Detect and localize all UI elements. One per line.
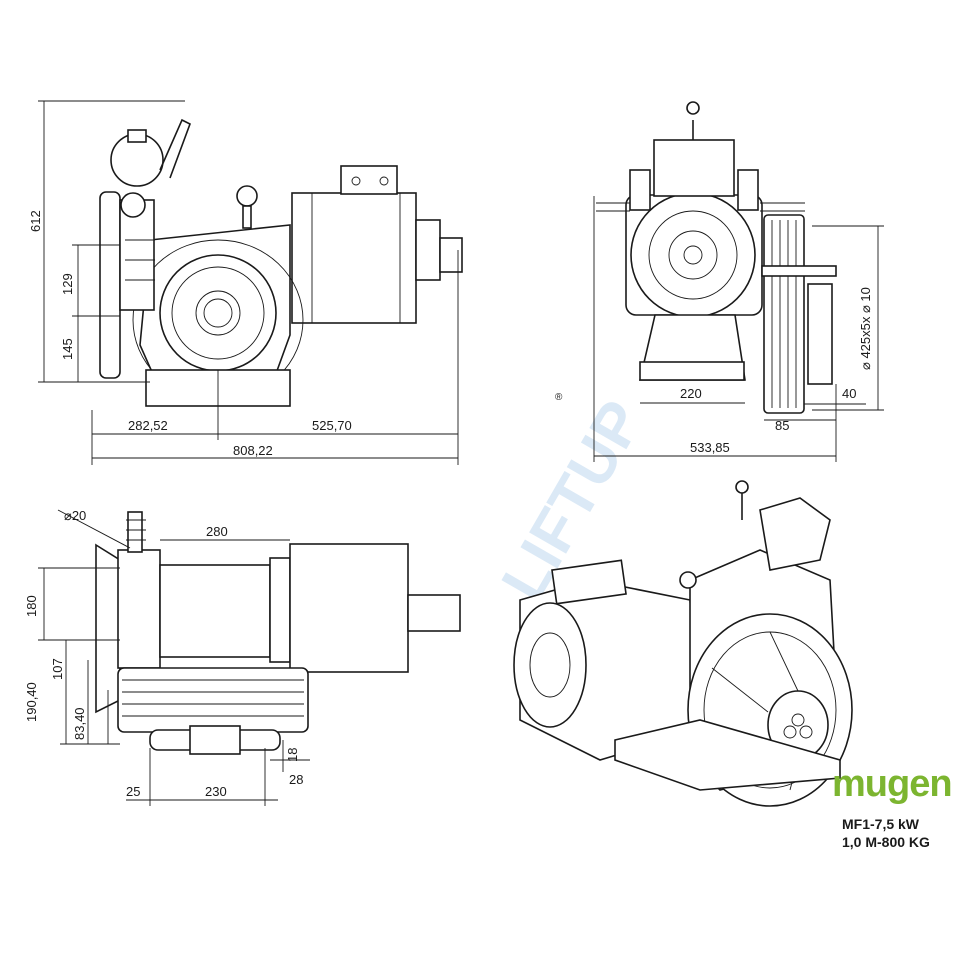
dim-20-label: ⌀20 — [64, 508, 86, 523]
top-view-drawing — [95, 511, 461, 755]
dim-129-label: 129 — [60, 273, 75, 295]
dim-83-label: 83,40 — [72, 707, 87, 740]
front-view-drawing — [99, 118, 463, 407]
dim-220-label: 220 — [680, 386, 702, 401]
pulley-spec-label: ⌀ 425x5x ⌀ 10 — [858, 287, 873, 370]
side-view-drawing — [596, 101, 837, 414]
isometric-view-drawing — [513, 480, 853, 807]
dim-280-label: 280 — [206, 524, 228, 539]
top-view-dimensions: ⌀20 280 180 107 190,40 83,40 18 28 25 23… — [24, 508, 310, 806]
front-view-dimensions: 612 129 145 282,52 525,70 808,22 — [28, 100, 459, 465]
dim-525-label: 525,70 — [312, 418, 352, 433]
dim-612-label: 612 — [28, 210, 43, 232]
dim-85-label: 85 — [775, 418, 789, 433]
model-line-2: 1,0 M-800 KG — [842, 834, 930, 850]
side-view-dimensions: 220 85 40 533,85 ⌀ 425x5x ⌀ 10 — [593, 196, 884, 462]
dim-230-label: 230 — [205, 784, 227, 799]
model-line-1: MF1-7,5 kW — [842, 816, 920, 832]
dim-145-label: 145 — [60, 338, 75, 360]
dim-190-label: 190,40 — [24, 682, 39, 722]
dim-282-label: 282,52 — [128, 418, 168, 433]
brand-logo: mugen — [832, 764, 953, 812]
dim-18-label: 18 — [285, 748, 300, 762]
dim-808-label: 808,22 — [233, 443, 273, 458]
dim-25-label: 25 — [126, 784, 140, 799]
model-caption: MF1-7,5 kW 1,0 M-800 KG — [842, 815, 930, 851]
watermark-registered: ® — [555, 392, 563, 403]
dim-180-label: 180 — [24, 595, 39, 617]
dim-107-label: 107 — [50, 658, 65, 680]
dim-28-label: 28 — [289, 772, 303, 787]
dim-533-label: 533,85 — [690, 440, 730, 455]
dim-40-label: 40 — [842, 386, 856, 401]
brand-name: mugen — [832, 763, 953, 805]
